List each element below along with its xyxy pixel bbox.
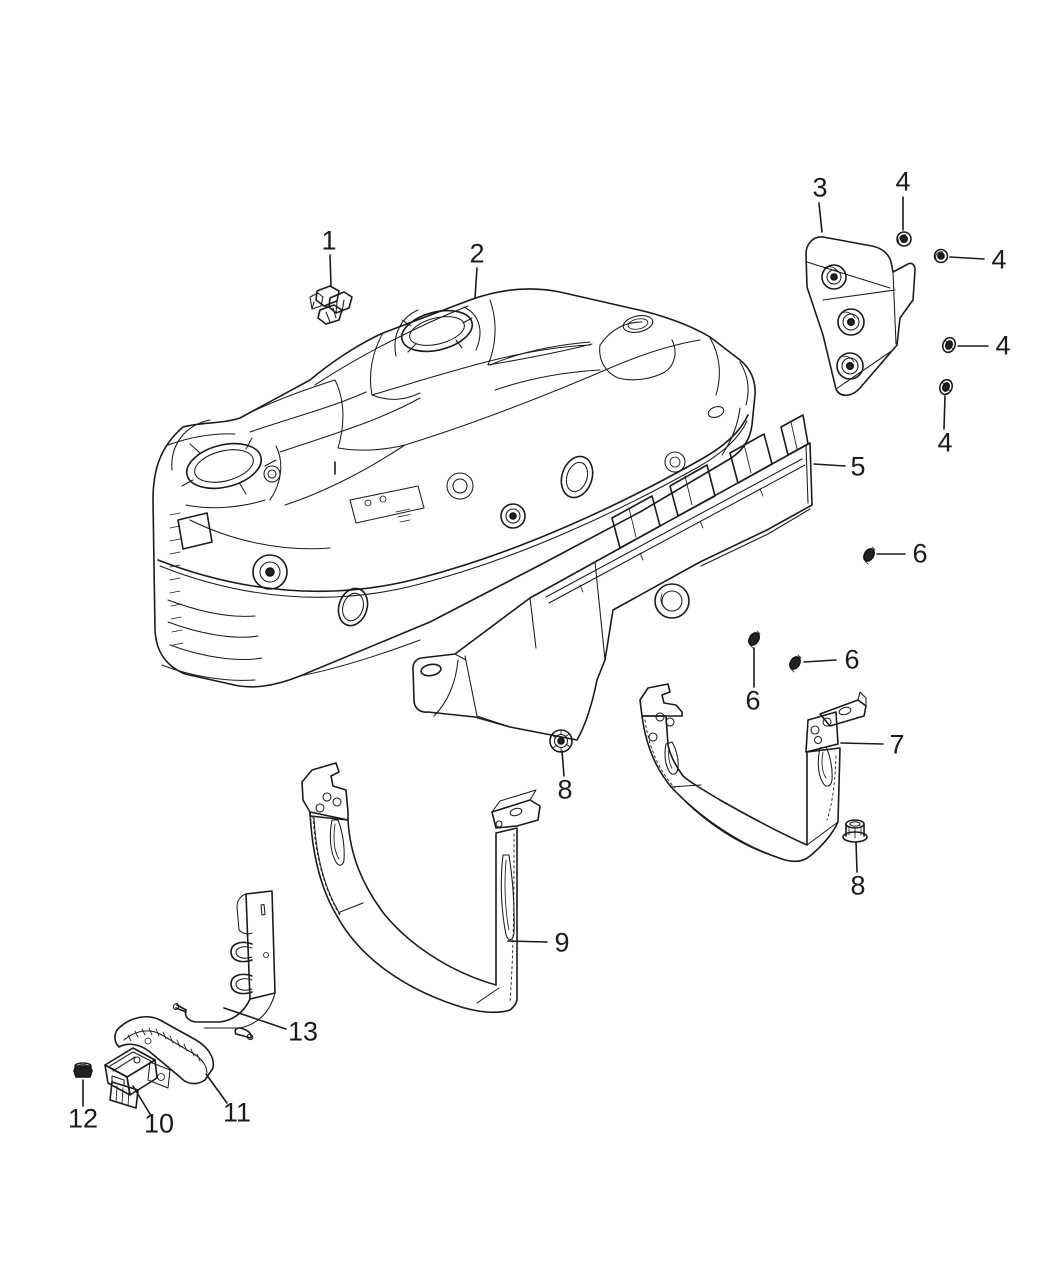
leader-line-8-12: [561, 750, 565, 777]
strap-nut-left: [549, 729, 573, 753]
callout-leader-lines: [82, 196, 989, 1115]
shield-nut-4: [938, 378, 954, 396]
skid-plate-screw-1: [863, 546, 876, 565]
leader-line-4-6: [943, 395, 946, 430]
fuel-tank-strap-right: [639, 683, 867, 863]
leader-line-3-2: [818, 202, 823, 233]
fuel-pump-module: [104, 1047, 171, 1109]
skid-plate-screw-3: [748, 630, 761, 649]
strap-nut-right: [842, 819, 868, 843]
leader-line-7-11: [840, 742, 884, 745]
leader-line-13-18: [223, 1007, 287, 1030]
heat-shield: [805, 236, 916, 397]
leader-line-9-14: [507, 940, 548, 943]
leader-line-1-0: [329, 254, 332, 287]
module-shield: [114, 1016, 215, 1085]
module-nut: [73, 1062, 93, 1078]
leader-line-8-13: [855, 841, 858, 873]
leader-line-4-4: [949, 256, 985, 260]
retainer-clip: [309, 285, 353, 325]
shield-nut-3: [941, 336, 957, 354]
shield-nut-2: [933, 248, 949, 264]
leader-line-11-16: [205, 1073, 228, 1104]
leader-line-5-7: [813, 463, 846, 467]
leader-line-10-15: [132, 1085, 151, 1115]
shield-nut-1: [896, 231, 912, 247]
fuel-tank: [152, 288, 756, 688]
skid-plate-screw-2: [789, 654, 802, 673]
support-bracket: [172, 890, 276, 1041]
leader-line-6-9: [803, 659, 837, 663]
leader-line-2-1: [474, 267, 478, 299]
skid-plate: [412, 414, 813, 741]
fuel-tank-strap-left: [301, 762, 541, 1014]
